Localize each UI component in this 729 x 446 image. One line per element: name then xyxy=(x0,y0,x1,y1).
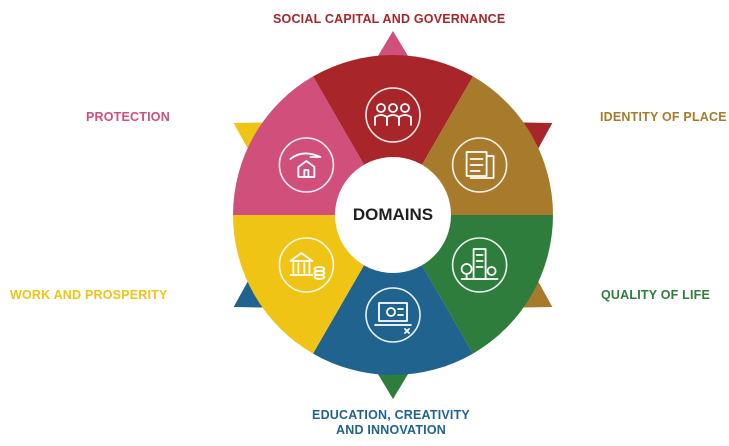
center-circle xyxy=(335,157,451,273)
segment-education xyxy=(313,215,473,375)
people-group-icon xyxy=(365,87,421,143)
center-label: DOMAINS xyxy=(352,205,434,224)
pointer-tip xyxy=(374,31,412,63)
bank-coins-icon xyxy=(278,237,335,293)
laptop-innovation-icon xyxy=(365,287,421,343)
domain-label-social-capital: SOCIAL CAPITAL AND GOVERNANCE xyxy=(273,12,506,26)
wheel-icons xyxy=(278,87,508,343)
domain-label-protection: PROTECTION xyxy=(86,110,170,124)
domain-label-work-prosperity: WORK AND PROSPERITY xyxy=(10,288,168,302)
domain-label-identity-of-place: IDENTITY OF PLACE xyxy=(600,110,727,124)
hand-house-icon xyxy=(278,137,335,193)
buildings-trees-icon xyxy=(451,237,508,293)
domain-label-quality-of-life: QUALITY OF LIFE xyxy=(601,288,711,302)
map-document-icon xyxy=(451,137,508,193)
domain-label-education: EDUCATION, CREATIVITY AND INNOVATION xyxy=(312,408,470,437)
pointer-tip xyxy=(374,367,412,399)
segment-social xyxy=(313,54,473,215)
